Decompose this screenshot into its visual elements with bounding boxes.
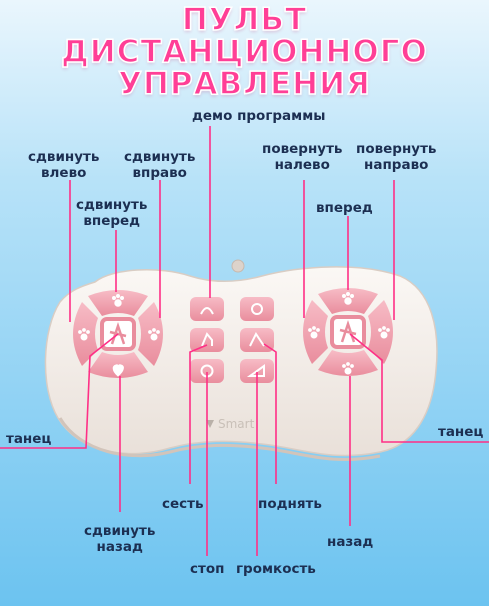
label-shift-back-line2: назад: [96, 539, 143, 555]
title-line-2: ДИСТАНЦИОННОГО: [60, 33, 428, 71]
label-turn-left-line2: налево: [274, 157, 330, 173]
label-forward: вперед: [316, 200, 373, 216]
label-demo: демо программы: [192, 108, 326, 124]
left-pad-right[interactable]: [138, 302, 163, 366]
label-turn-left: повернуть налево: [262, 141, 342, 173]
label-dance-left: танец: [6, 431, 52, 447]
label-shift-left-line1: сдвинуть: [28, 149, 100, 165]
sit-icon: [201, 332, 213, 347]
label-turn-left-line1: повернуть: [262, 141, 343, 157]
label-shift-right-line1: сдвинуть: [124, 149, 196, 165]
paw-icon: [78, 328, 90, 341]
label-shift-left: сдвинуть влево: [28, 149, 99, 181]
label-shift-forward-line2: вперед: [83, 213, 141, 229]
paw-icon: [342, 292, 354, 305]
button-icons: [78, 292, 390, 377]
label-stop: стоп: [190, 561, 225, 577]
label-lift: поднять: [258, 496, 322, 512]
remote-shadow-edge: [58, 417, 381, 462]
lift-icon: [249, 332, 265, 347]
label-shift-forward: сдвинуть вперед: [76, 197, 147, 229]
label-shift-right: сдвинуть вправо: [124, 149, 195, 181]
label-back: назад: [327, 534, 374, 550]
demo-icon: [200, 307, 214, 315]
settings-icon: [251, 303, 263, 315]
label-turn-right-line1: повернуть: [356, 141, 437, 157]
sit-button[interactable]: [190, 328, 224, 352]
label-sit: сесть: [162, 496, 204, 512]
pointer-lines: [0, 126, 489, 556]
antenna-nub: [231, 259, 245, 273]
label-dance-right: танец: [438, 424, 484, 440]
label-shift-back: сдвинуть назад: [84, 523, 155, 555]
label-shift-right-line2: вправо: [132, 165, 187, 181]
paw-icon: [148, 328, 160, 341]
label-turn-right: повернуть направо: [356, 141, 436, 173]
title-line-1: ПУЛЬТ: [181, 1, 308, 39]
brand-triangle-icon: [206, 420, 214, 428]
paw-icon: [308, 326, 320, 339]
heart-icon: [112, 364, 124, 377]
label-volume: громкость: [236, 561, 316, 577]
title-line-3: УПРАВЛЕНИЯ: [117, 65, 371, 103]
paw-icon: [342, 362, 354, 375]
right-pad-right[interactable]: [368, 300, 393, 364]
paw-icon: [378, 326, 390, 339]
paw-icon: [112, 294, 124, 307]
label-shift-left-line2: влево: [41, 165, 87, 181]
lift-button[interactable]: [240, 328, 274, 352]
label-shift-back-line1: сдвинуть: [84, 523, 156, 539]
label-shift-forward-line1: сдвинуть: [76, 197, 148, 213]
stop-button[interactable]: [190, 359, 224, 383]
brand-logo: Smart: [218, 417, 255, 431]
label-turn-right-line2: направо: [364, 157, 429, 173]
demo-button-2[interactable]: [240, 297, 274, 321]
